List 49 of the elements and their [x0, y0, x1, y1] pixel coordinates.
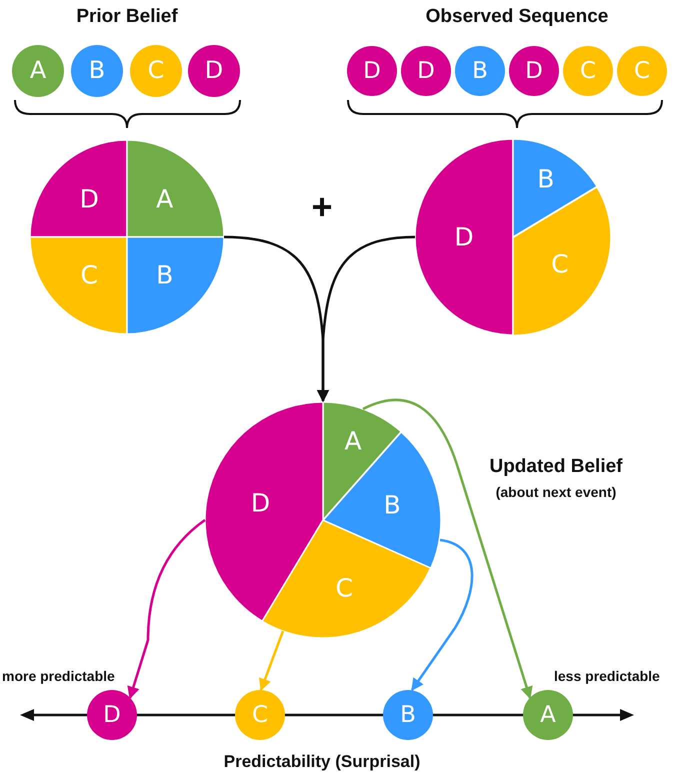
text-label: Prior Belief — [76, 6, 178, 28]
pie-slice — [30, 140, 127, 237]
text-label: more predictable — [2, 668, 115, 684]
letter-circle: C — [130, 45, 182, 97]
slice-label: C — [551, 251, 569, 276]
letter-circle: B — [71, 45, 123, 97]
letter-circle: D — [188, 45, 240, 97]
text-label: less predictable — [554, 668, 660, 684]
pie-slice — [127, 237, 224, 334]
letter-circle: C — [563, 46, 613, 96]
node-caption: Updated Belief — [489, 456, 623, 478]
arrow — [127, 519, 206, 700]
arrow — [410, 538, 474, 692]
text-label: + — [311, 186, 333, 228]
slice-label: A — [156, 186, 174, 212]
slice-label: D — [250, 490, 270, 516]
slice-label: C — [336, 575, 354, 600]
pie-slice — [513, 139, 597, 237]
slice-label: C — [80, 262, 98, 288]
letter-circle: C — [235, 690, 285, 740]
letter-circle: D — [347, 46, 397, 96]
slice-label: B — [537, 166, 554, 192]
letter-circle: D — [87, 690, 137, 740]
slice-label: B — [156, 262, 174, 288]
text-label: Predictability (Surprisal) — [224, 752, 420, 772]
letter-circle: B — [455, 46, 505, 96]
pie-slice — [30, 237, 127, 334]
pie-slice — [415, 139, 513, 335]
letter-circle: C — [617, 46, 667, 96]
slice-label: A — [344, 428, 362, 454]
letter-circle: D — [401, 46, 451, 96]
slice-label: B — [384, 492, 401, 518]
arrow — [316, 236, 416, 402]
pie-slice — [262, 520, 431, 638]
pie-slice — [323, 432, 441, 568]
slice-label: D — [80, 186, 99, 212]
arrow — [362, 398, 533, 700]
arrow — [259, 630, 284, 692]
letter-circle: A — [12, 45, 64, 97]
text-label: Observed Sequence — [426, 6, 608, 28]
node-caption: (about next event) — [496, 484, 616, 500]
letter-circle: B — [383, 690, 433, 740]
pie-slice — [323, 402, 402, 520]
slice-label: D — [454, 224, 474, 250]
pie-slice — [205, 402, 323, 622]
pie-slice — [127, 140, 224, 237]
pie-slice — [513, 186, 611, 335]
letter-circle: A — [523, 690, 573, 740]
letter-circle: D — [509, 46, 559, 96]
